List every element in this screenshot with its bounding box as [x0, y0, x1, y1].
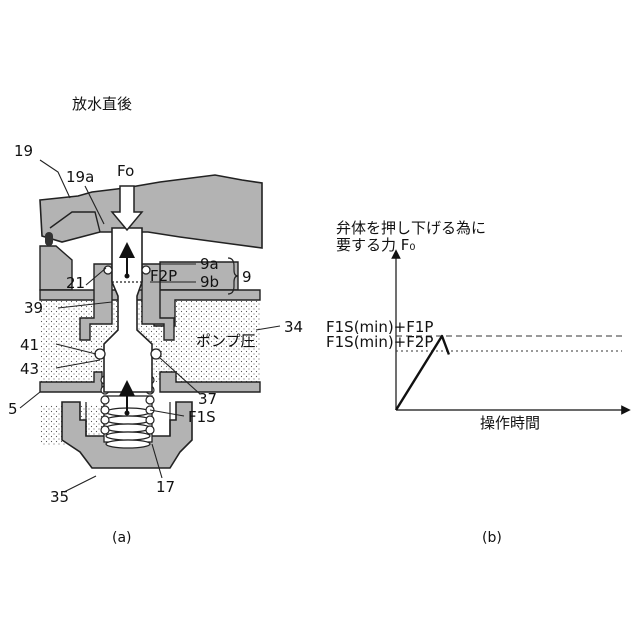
label-43: 43 [20, 360, 39, 378]
y-axis-label-line1: 弁体を押し下げる為に [336, 219, 486, 237]
label-19: 19 [14, 142, 33, 160]
f1s-origin [125, 411, 130, 416]
y-axis-label-line2: 要する力 F₀ [336, 236, 415, 254]
figure-a-title: 放水直後 [72, 95, 132, 113]
reference-label-low: F1S(min)+F2P [326, 333, 433, 351]
caption-b: (b) [482, 530, 502, 546]
caption-a: (a) [112, 530, 132, 546]
label-f0: Fo [117, 162, 134, 180]
label-35: 35 [50, 488, 69, 506]
label-37: 37 [198, 390, 217, 408]
label-41: 41 [20, 336, 39, 354]
label-5: 5 [8, 400, 18, 418]
label-f2p: F2P [150, 267, 177, 285]
label-pump-pressure: ポンプ圧 [196, 332, 256, 350]
lever-slot [45, 232, 53, 246]
label-9a: 9a [200, 255, 219, 273]
label-39: 39 [24, 299, 43, 317]
label-17: 17 [156, 478, 175, 496]
label-34: 34 [284, 318, 303, 336]
label-9b: 9b [200, 273, 219, 291]
label-21: 21 [66, 274, 85, 292]
x-axis-label: 操作時間 [480, 414, 540, 432]
f2p-origin [125, 274, 130, 279]
force-graph: 弁体を押し下げる為に 要する力 F₀ F1S(min)+F1P F1S(min)… [326, 219, 626, 546]
label-9: 9 [242, 268, 252, 286]
label-f1s: F1S [188, 408, 216, 426]
valve-diagram: 放水直後 [8, 95, 303, 546]
label-19a: 19a [66, 168, 94, 186]
